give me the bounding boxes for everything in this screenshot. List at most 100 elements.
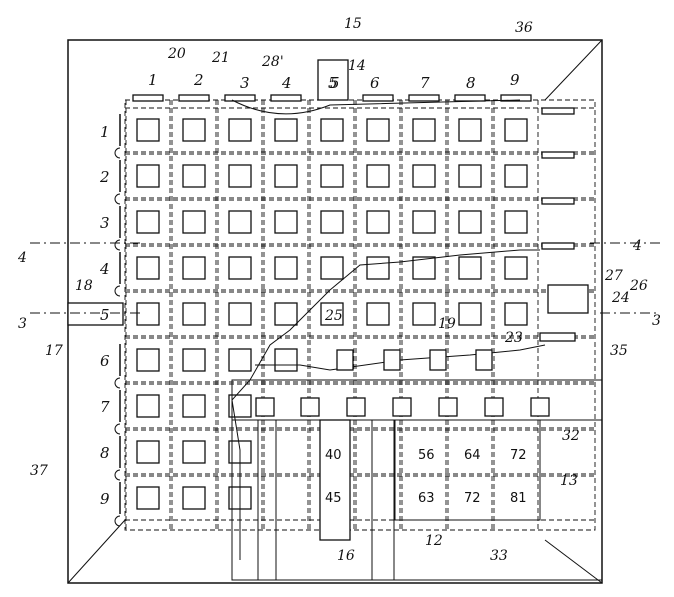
window	[182, 118, 206, 142]
ref-19: 19	[438, 316, 456, 332]
window	[458, 256, 482, 280]
section-3-left: 3	[18, 316, 27, 332]
window	[136, 256, 160, 280]
window	[504, 164, 528, 188]
ref-36: 36	[515, 20, 533, 36]
section-3-right: 3	[652, 313, 661, 329]
window	[228, 302, 252, 326]
ref-24: 24	[611, 290, 630, 306]
col-label: 5	[330, 74, 340, 92]
window	[366, 256, 390, 280]
vertical-slide[interactable]	[319, 419, 351, 541]
corner-line-bottom-left	[67, 519, 126, 584]
right-slots	[541, 107, 575, 250]
slot-35	[539, 332, 576, 342]
row-brackets	[114, 114, 121, 527]
ref-27: 27	[604, 268, 623, 284]
corner-line-top-right	[544, 39, 603, 101]
window	[504, 210, 528, 234]
window	[274, 164, 298, 188]
window	[458, 118, 482, 142]
ref-21: 21	[211, 50, 230, 66]
ref-35: 35	[610, 343, 628, 359]
window	[320, 164, 344, 188]
column-tab	[362, 94, 394, 102]
tooth	[438, 397, 458, 417]
window	[412, 164, 436, 188]
cutaway-break-line	[231, 249, 540, 560]
window	[320, 118, 344, 142]
upper-tooth	[336, 349, 354, 371]
slide-number-top: 5	[328, 74, 338, 92]
bracket-hook	[114, 147, 121, 159]
right-slot	[541, 151, 575, 159]
ref-28: 28'	[261, 54, 284, 70]
window	[274, 348, 298, 372]
card-number: 63	[418, 491, 435, 506]
dashed-grid	[125, 100, 595, 530]
column-tab	[178, 94, 210, 102]
ref-13: 13	[560, 473, 578, 489]
window	[182, 210, 206, 234]
tooth	[530, 397, 550, 417]
top-slide[interactable]	[317, 59, 349, 101]
window	[136, 348, 160, 372]
tooth	[300, 397, 320, 417]
window	[136, 164, 160, 188]
row-label: 3	[100, 214, 110, 232]
window-grid	[136, 118, 528, 510]
ref-12: 12	[425, 533, 443, 549]
bracket-hook	[114, 193, 121, 205]
window	[458, 164, 482, 188]
vertical-bar	[371, 419, 395, 581]
card-number: 56	[418, 448, 435, 463]
window	[504, 302, 528, 326]
col-label: 3	[240, 74, 250, 92]
window	[182, 256, 206, 280]
bracket-hook	[114, 285, 121, 297]
window	[412, 118, 436, 142]
row-label: 2	[99, 168, 110, 186]
window	[228, 394, 252, 418]
tooth	[346, 397, 366, 417]
window	[182, 394, 206, 418]
window	[136, 118, 160, 142]
window	[458, 210, 482, 234]
col-label: 4	[281, 74, 292, 92]
upper-tooth	[383, 349, 401, 371]
ref-18: 18	[75, 278, 93, 294]
corner-line-bottom-right	[544, 539, 603, 584]
window	[136, 394, 160, 418]
window	[182, 440, 206, 464]
col-label: 9	[510, 71, 520, 89]
column-tab	[500, 94, 532, 102]
window	[182, 348, 206, 372]
ref-14: 14	[348, 58, 366, 74]
answer-card	[394, 419, 541, 521]
window	[228, 164, 252, 188]
window	[412, 256, 436, 280]
window	[228, 118, 252, 142]
cutaway-teeth	[255, 349, 550, 417]
bracket-hook	[114, 515, 121, 527]
column-tab	[224, 94, 256, 102]
column-tab	[270, 94, 302, 102]
card-number: 81	[510, 491, 527, 506]
window	[274, 256, 298, 280]
tooth	[255, 397, 275, 417]
window	[504, 256, 528, 280]
labels: 1 2 3 4 5 6 7 8 9 1 2 3 4 6 7 8 9 36 15 …	[17, 16, 661, 564]
row-label: 7	[100, 398, 110, 416]
window	[504, 118, 528, 142]
window	[136, 302, 160, 326]
slide-number: 40	[325, 448, 342, 463]
top-break-line	[231, 99, 521, 115]
window	[366, 164, 390, 188]
bracket-hook	[114, 239, 121, 251]
ref-17: 17	[45, 343, 63, 359]
left-slide[interactable]	[67, 302, 124, 326]
ref-16: 16	[337, 548, 355, 564]
window	[228, 256, 252, 280]
column-tab	[454, 94, 486, 102]
ref-32: 32	[562, 428, 580, 444]
